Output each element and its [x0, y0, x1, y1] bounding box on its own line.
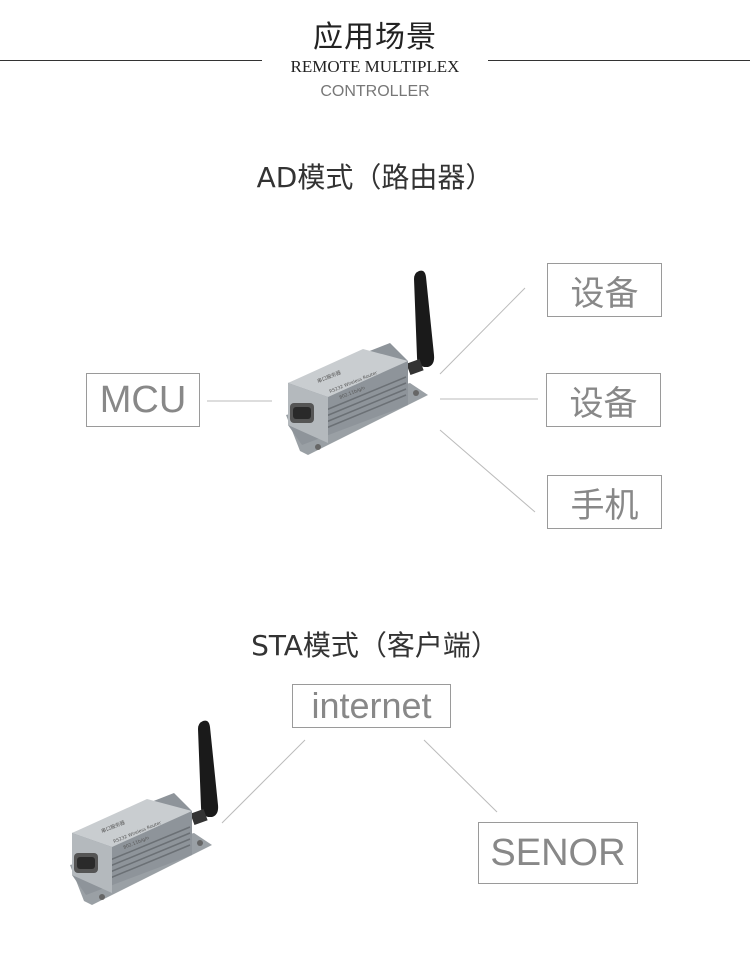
senor-label: SENOR [490, 831, 626, 874]
internet-box: internet [292, 684, 451, 728]
phone-label: 手机 [570, 485, 639, 526]
device-box-1: 设备 [547, 263, 662, 317]
page-subtitle-line2: CONTROLLER [320, 83, 430, 100]
device-box-2: 设备 [546, 373, 661, 427]
ad-mode-title: AD模式（路由器） [256, 161, 494, 194]
header-rule-right [488, 60, 750, 61]
device-label-2: 设备 [569, 383, 638, 424]
sta-mode-title: STA模式（客户端） [251, 629, 499, 662]
line-device-internet [221, 739, 306, 824]
line-device-node3 [439, 429, 536, 513]
device-label-1: 设备 [570, 273, 639, 314]
senor-box: SENOR [478, 822, 638, 884]
phone-box: 手机 [547, 475, 662, 529]
line-device-node1 [439, 287, 526, 375]
mcu-label: MCU [99, 378, 187, 421]
wireless-router-image: 串口服务器 RS232 Wireless Router 802.11b/g/n [286, 270, 435, 455]
mcu-box: MCU [86, 373, 200, 427]
wireless-router-image-sta: 串口服务器 RS232 Wireless Router 802.11b/g/n [70, 720, 219, 905]
page-title: 应用场景 [313, 20, 437, 55]
page-subtitle-line1: REMOTE MULTIPLEX [290, 57, 460, 76]
header-rule-left [0, 60, 262, 61]
line-internet-senor [423, 739, 498, 813]
internet-label: internet [311, 685, 432, 726]
